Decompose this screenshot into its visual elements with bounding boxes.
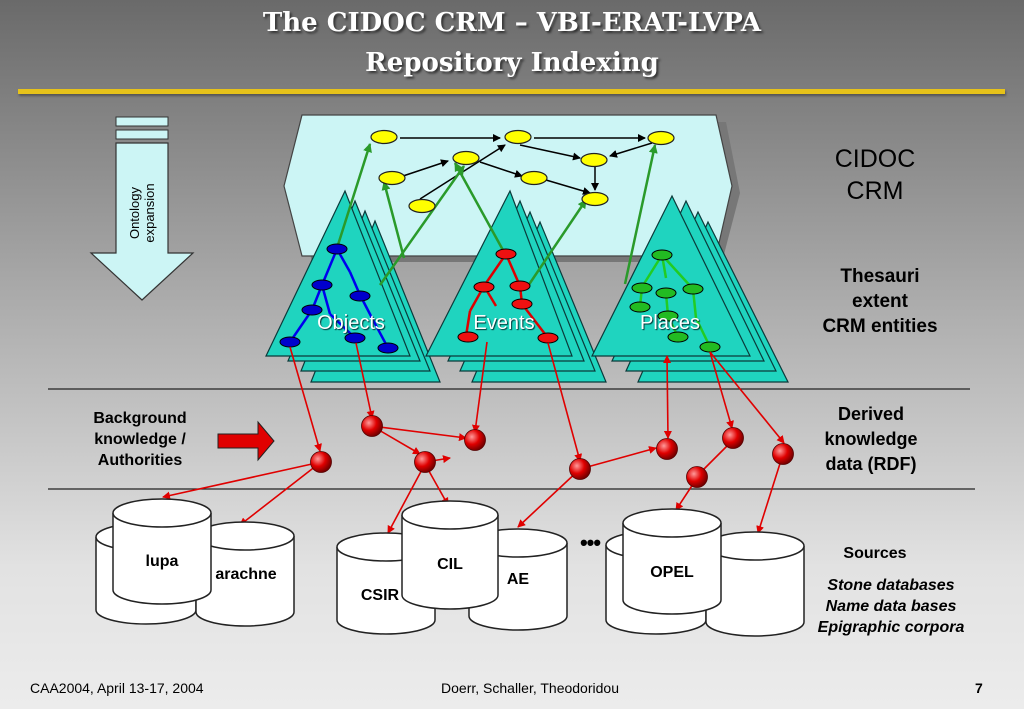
db-ae: AE (506, 571, 530, 588)
cidoc-crm-label: CIDOC CRM (834, 145, 916, 205)
background-knowledge-label: Background knowledge / Authorities (93, 410, 187, 469)
objects-pyramid (265, 189, 441, 383)
taxonomy-to-crm-edges (335, 143, 658, 287)
ontology-expansion-arrow (89, 116, 195, 301)
db-lupa: lupa (145, 553, 179, 570)
sources-title: Sources (843, 545, 907, 562)
slide-title-line2: Repository Indexing (365, 48, 659, 78)
background-knowledge-arrow (217, 420, 275, 462)
ontology-expansion-label: Ontology expansion (127, 183, 157, 243)
db-opel: OPEL (650, 564, 694, 581)
places-tree-edges (638, 254, 712, 348)
objects-nodes (279, 243, 399, 354)
more-sources-ellipsis: ••• (579, 530, 601, 555)
places-nodes (629, 249, 721, 353)
db-cil: CIL (437, 556, 463, 573)
crm-nodes (370, 129, 675, 214)
events-nodes (457, 248, 559, 344)
database-cylinders (95, 498, 805, 637)
rdf-nodes (310, 415, 794, 488)
title-underline (18, 89, 1005, 94)
sources-list: Stone databases Name data bases Epigraph… (817, 577, 965, 636)
events-label: Events (473, 312, 535, 334)
footer-authors: Doerr, Schaller, Theodoridou (441, 680, 619, 696)
thesauri-label: Thesauri extent CRM entities (822, 266, 938, 337)
rdf-link-edges (289, 341, 785, 477)
db-arachne: arachne (215, 566, 277, 583)
db-csir: CSIR (360, 587, 400, 604)
footer-conference: CAA2004, April 13-17, 2004 (30, 680, 204, 696)
places-label: Places (639, 312, 701, 334)
objects-label: Objects (317, 312, 385, 334)
slide-title-line1: The CIDOC CRM – VBI-ERAT-LVPA (262, 8, 762, 38)
footer-page-number: 7 (975, 680, 983, 696)
derived-knowledge-label: Derived knowledge data (RDF) (824, 404, 918, 474)
cidoc-crm-layer (283, 114, 740, 262)
